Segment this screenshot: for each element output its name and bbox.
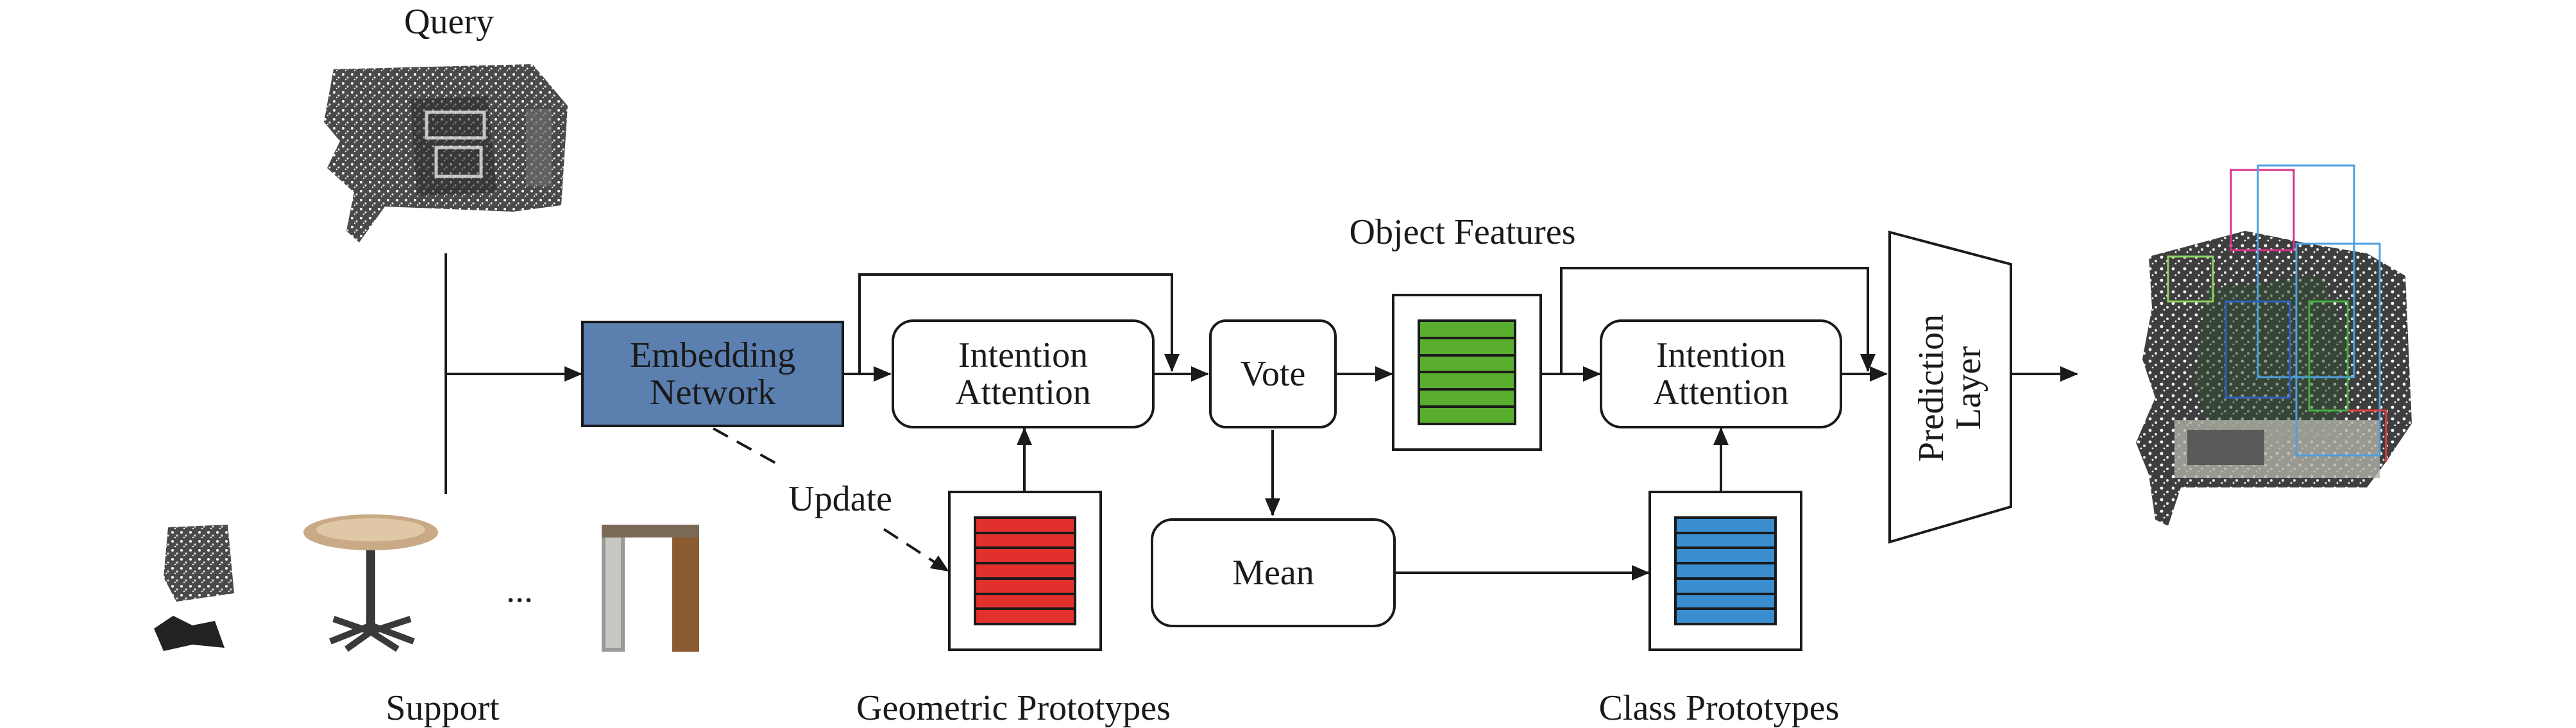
update-dashed-line-2 (883, 528, 949, 572)
geometric-prototypes-matrix (974, 516, 1076, 625)
class-prototypes-label: Class Prototypes (1598, 688, 1840, 728)
geometric-prototypes-label: Geometric Prototypes (856, 688, 1171, 728)
skip-connection-2 (1560, 267, 1876, 374)
intention-attention-box-2: Intention Attention (1600, 319, 1842, 428)
embedding-network-label-line2: Network (650, 373, 775, 412)
output-point-cloud-icon (2136, 164, 2412, 526)
geometric-prototypes-box (948, 491, 1102, 651)
mean-label: Mean (1232, 553, 1314, 593)
support-door-point-cloud-icon (602, 525, 699, 652)
embedding-network-box: Embedding Network (581, 321, 844, 427)
object-features-label: Object Features (1349, 212, 1576, 252)
embedding-network-label-line1: Embedding (629, 335, 796, 375)
intention-attention-1-label-line1: Intention (958, 335, 1089, 375)
class-prototypes-box (1648, 491, 1802, 651)
intention-attention-2-label-line2: Attention (1653, 373, 1789, 412)
support-cube-point-cloud-icon (154, 525, 234, 651)
vote-box: Vote (1209, 319, 1337, 428)
mean-box: Mean (1151, 518, 1396, 627)
skip-connection-1 (858, 273, 1180, 374)
intention-attention-2-label-line1: Intention (1656, 335, 1786, 375)
class-prototypes-matrix (1674, 516, 1777, 625)
support-table-point-cloud-icon (303, 514, 438, 652)
update-label: Update (788, 479, 892, 519)
prediction-layer-label-line1: Prediction (1911, 314, 1951, 462)
prediction-layer-label-line2: Layer (1949, 346, 1988, 430)
query-label: Query (404, 2, 494, 42)
update-dashed-line-1 (713, 427, 783, 468)
intention-attention-1-label-line2: Attention (955, 373, 1091, 412)
prediction-layer-text: Prediction Layer (1911, 298, 1988, 478)
support-label: Support (386, 688, 500, 728)
object-features-box (1392, 294, 1542, 451)
ellipsis-label: ... (506, 570, 533, 610)
prediction-layer-shape (1888, 230, 2012, 544)
vote-label: Vote (1240, 354, 1306, 394)
query-point-cloud-icon (324, 64, 568, 242)
object-features-matrix (1418, 319, 1516, 425)
intention-attention-box-1: Intention Attention (892, 319, 1155, 428)
connectors (445, 253, 2078, 580)
